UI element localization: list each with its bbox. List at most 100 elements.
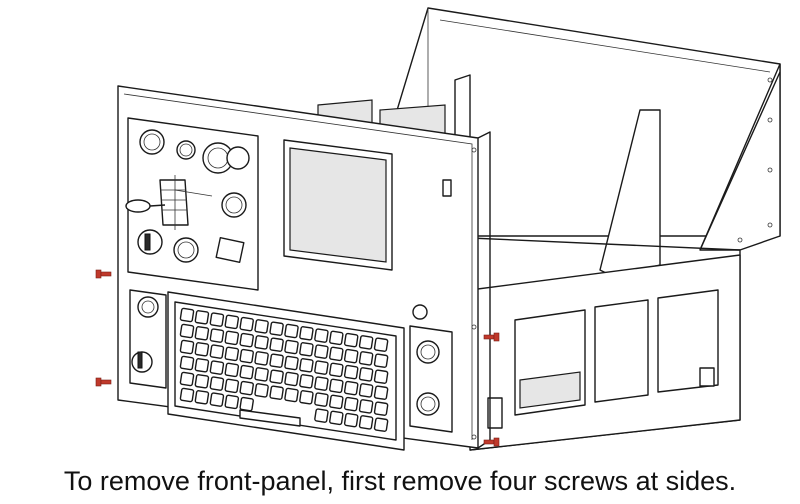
keyboard-key bbox=[284, 323, 299, 339]
keyboard-keys bbox=[179, 307, 389, 432]
keyboard-key bbox=[373, 337, 389, 352]
keyboard-key bbox=[254, 367, 269, 382]
keyboard-key bbox=[194, 374, 210, 389]
keyboard-key bbox=[343, 396, 359, 412]
keyboard-key bbox=[179, 387, 195, 403]
keyboard-key bbox=[224, 394, 240, 410]
keyboard-key bbox=[299, 390, 314, 405]
keyboard-key bbox=[299, 326, 314, 341]
screw-left-upper-icon bbox=[95, 269, 112, 279]
side-window-3 bbox=[657, 289, 719, 393]
keyboard-key bbox=[358, 335, 374, 350]
keyboard-key bbox=[284, 339, 299, 355]
keyboard-key bbox=[343, 348, 359, 364]
keyboard-key bbox=[269, 353, 284, 368]
keyboard-key bbox=[269, 369, 284, 384]
keyboard-key bbox=[329, 346, 344, 362]
keyboard-key bbox=[299, 374, 314, 389]
keyboard-key bbox=[314, 408, 329, 423]
keyboard-key bbox=[284, 387, 299, 403]
keyboard-key bbox=[329, 362, 344, 378]
keyboard-key bbox=[239, 380, 254, 396]
keyboard-key bbox=[179, 339, 195, 355]
keyboard-key bbox=[314, 376, 329, 391]
keyboard-key bbox=[358, 415, 374, 430]
keyboard-key bbox=[254, 383, 269, 398]
keyboard-key bbox=[209, 392, 225, 407]
keyboard-key bbox=[329, 330, 344, 346]
keyboard-key bbox=[329, 394, 344, 410]
keyboard-key bbox=[209, 328, 225, 343]
keyboard-key bbox=[343, 332, 359, 348]
keyboard-key bbox=[314, 360, 329, 375]
keyboard-key bbox=[239, 364, 254, 380]
spacebar bbox=[239, 409, 301, 427]
keyboard-key bbox=[269, 385, 284, 400]
keyboard-key bbox=[179, 355, 195, 371]
keyboard-key bbox=[194, 326, 210, 341]
keyboard-key bbox=[209, 376, 225, 391]
keyboard-key bbox=[224, 314, 240, 330]
keyboard-key bbox=[314, 344, 329, 359]
keyboard-key bbox=[209, 344, 225, 359]
keyboard-key bbox=[373, 401, 389, 416]
connector-block bbox=[487, 397, 503, 429]
caption-text: To remove front-panel, first remove four… bbox=[63, 466, 737, 496]
keyboard-key bbox=[314, 328, 329, 343]
round-indicator bbox=[412, 304, 428, 320]
keyboard-key bbox=[373, 353, 389, 368]
keyboard-key bbox=[224, 378, 240, 394]
indicator-slot bbox=[442, 179, 452, 197]
keyboard-key bbox=[239, 396, 254, 412]
keyboard-key bbox=[224, 330, 240, 346]
keyboard-key bbox=[343, 364, 359, 380]
keyboard-key bbox=[194, 310, 210, 325]
keyboard-key bbox=[358, 383, 374, 398]
display-screen bbox=[289, 147, 387, 263]
screw-right-upper-icon bbox=[483, 332, 500, 342]
keyboard-key bbox=[358, 367, 374, 382]
keyboard-key bbox=[299, 342, 314, 357]
keyboard-key bbox=[314, 392, 329, 407]
keyboard-key bbox=[329, 410, 344, 426]
keyboard-key bbox=[373, 417, 389, 432]
keyboard-key bbox=[329, 378, 344, 394]
keyboard-key bbox=[373, 385, 389, 400]
keyboard-key bbox=[284, 371, 299, 387]
keyboard-key bbox=[239, 348, 254, 364]
control-knobs bbox=[137, 129, 250, 263]
keyboard-key bbox=[194, 390, 210, 405]
screw-right-lower-icon bbox=[483, 437, 500, 447]
keyboard-key bbox=[284, 355, 299, 371]
internal-module bbox=[519, 371, 581, 409]
keyboard-key bbox=[179, 307, 195, 323]
keyboard-key bbox=[254, 319, 269, 334]
side-clip bbox=[699, 367, 715, 387]
keyboard-key bbox=[343, 380, 359, 396]
keyboard-key bbox=[239, 332, 254, 348]
side-window-2 bbox=[594, 299, 649, 403]
front-panel bbox=[117, 85, 491, 451]
keyboard-key bbox=[239, 316, 254, 332]
keyboard-key bbox=[269, 321, 284, 336]
keyboard-key bbox=[194, 342, 210, 357]
keyboard-key bbox=[358, 351, 374, 366]
keyboard bbox=[167, 291, 405, 451]
keyboard-key bbox=[224, 362, 240, 378]
front-panel-removal-diagram bbox=[95, 7, 781, 451]
joystick bbox=[125, 175, 213, 230]
keyboard-key bbox=[209, 312, 225, 327]
keyboard-key bbox=[299, 358, 314, 373]
keyboard-key bbox=[179, 323, 195, 339]
keyboard-key bbox=[254, 351, 269, 366]
screws bbox=[95, 269, 500, 447]
keyboard-key bbox=[194, 358, 210, 373]
keyboard-key bbox=[224, 346, 240, 362]
keyboard-key bbox=[269, 337, 284, 352]
screw-left-lower-icon bbox=[95, 377, 112, 387]
chassis-frame bbox=[317, 7, 781, 451]
keyboard-key bbox=[343, 412, 359, 428]
keyboard-key bbox=[254, 335, 269, 350]
keyboard-key bbox=[358, 399, 374, 414]
keyboard-key bbox=[209, 360, 225, 375]
